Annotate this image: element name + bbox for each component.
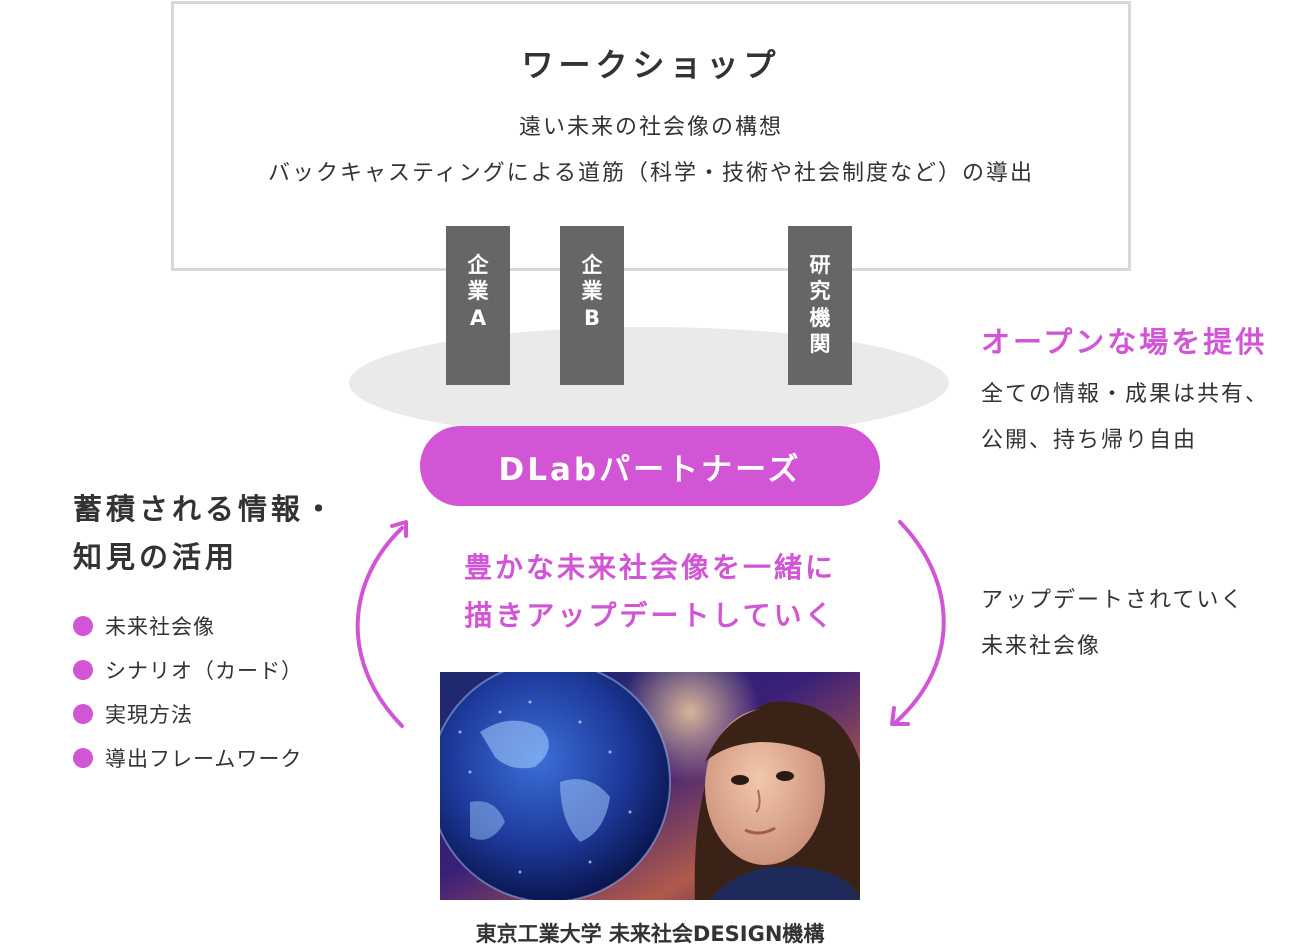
list-item-label: 導出フレームワーク: [105, 747, 303, 771]
photo-caption: 東京工業大学 未来社会DESIGN機構: [475, 922, 825, 946]
workshop-description-line-1: 遠い未来の社会像の構想: [518, 115, 783, 140]
pillar-research-institute-label: 研究機関: [809, 253, 831, 356]
right-cycle-arrow: [894, 520, 946, 724]
list-item: シナリオ（カード）: [73, 648, 303, 692]
left-cycle-arrow: [355, 526, 404, 728]
tagline-line-2: 描きアップデートしていく: [464, 599, 836, 632]
knowledge-list: 未来社会像 シナリオ（カード） 実現方法 導出フレームワーク: [73, 604, 303, 780]
right-arrowhead-icon: [890, 706, 910, 726]
workshop-description-line-2: バックキャスティングによる道筋（科学・技術や社会制度など）の導出: [267, 161, 1035, 186]
bullet-dot-icon: [73, 660, 93, 680]
pillar-company-a-label: 企業A: [467, 253, 489, 330]
list-item: 実現方法: [73, 692, 303, 736]
update-line-2: 未来社会像: [981, 634, 1102, 659]
workshop-title: ワークショップ: [521, 46, 781, 84]
workshop-box: [171, 1, 1131, 271]
pillar-research-institute: 研究機関: [788, 226, 852, 385]
knowledge-heading-line-1: 蓄積される情報・: [73, 492, 338, 526]
bullet-dot-icon: [73, 748, 93, 768]
list-item: 未来社会像: [73, 604, 303, 648]
open-place-heading: オープンな場を提供: [981, 325, 1268, 359]
bullet-dot-icon: [73, 704, 93, 724]
pillar-company-b: 企業B: [560, 226, 624, 385]
pillar-company-b-label: 企業B: [581, 253, 603, 330]
list-item-label: シナリオ（カード）: [105, 659, 303, 683]
pillar-company-a: 企業A: [446, 226, 510, 385]
partners-label: DLabパートナーズ: [498, 451, 802, 488]
knowledge-heading-line-2: 知見の活用: [73, 540, 239, 574]
left-arrowhead-icon: [390, 520, 408, 538]
bullet-dot-icon: [73, 616, 93, 636]
partners-pill: DLabパートナーズ: [420, 426, 880, 506]
future-society-photo: [440, 672, 860, 900]
tagline-line-1: 豊かな未来社会像を一緒に: [463, 551, 836, 584]
list-item: 導出フレームワーク: [73, 736, 303, 780]
list-item-label: 実現方法: [105, 703, 193, 727]
open-place-line-1: 全ての情報・成果は共有、: [981, 382, 1270, 407]
list-item-label: 未来社会像: [105, 615, 215, 639]
update-line-1: アップデートされていく: [981, 588, 1245, 613]
open-place-line-2: 公開、持ち帰り自由: [981, 428, 1198, 453]
